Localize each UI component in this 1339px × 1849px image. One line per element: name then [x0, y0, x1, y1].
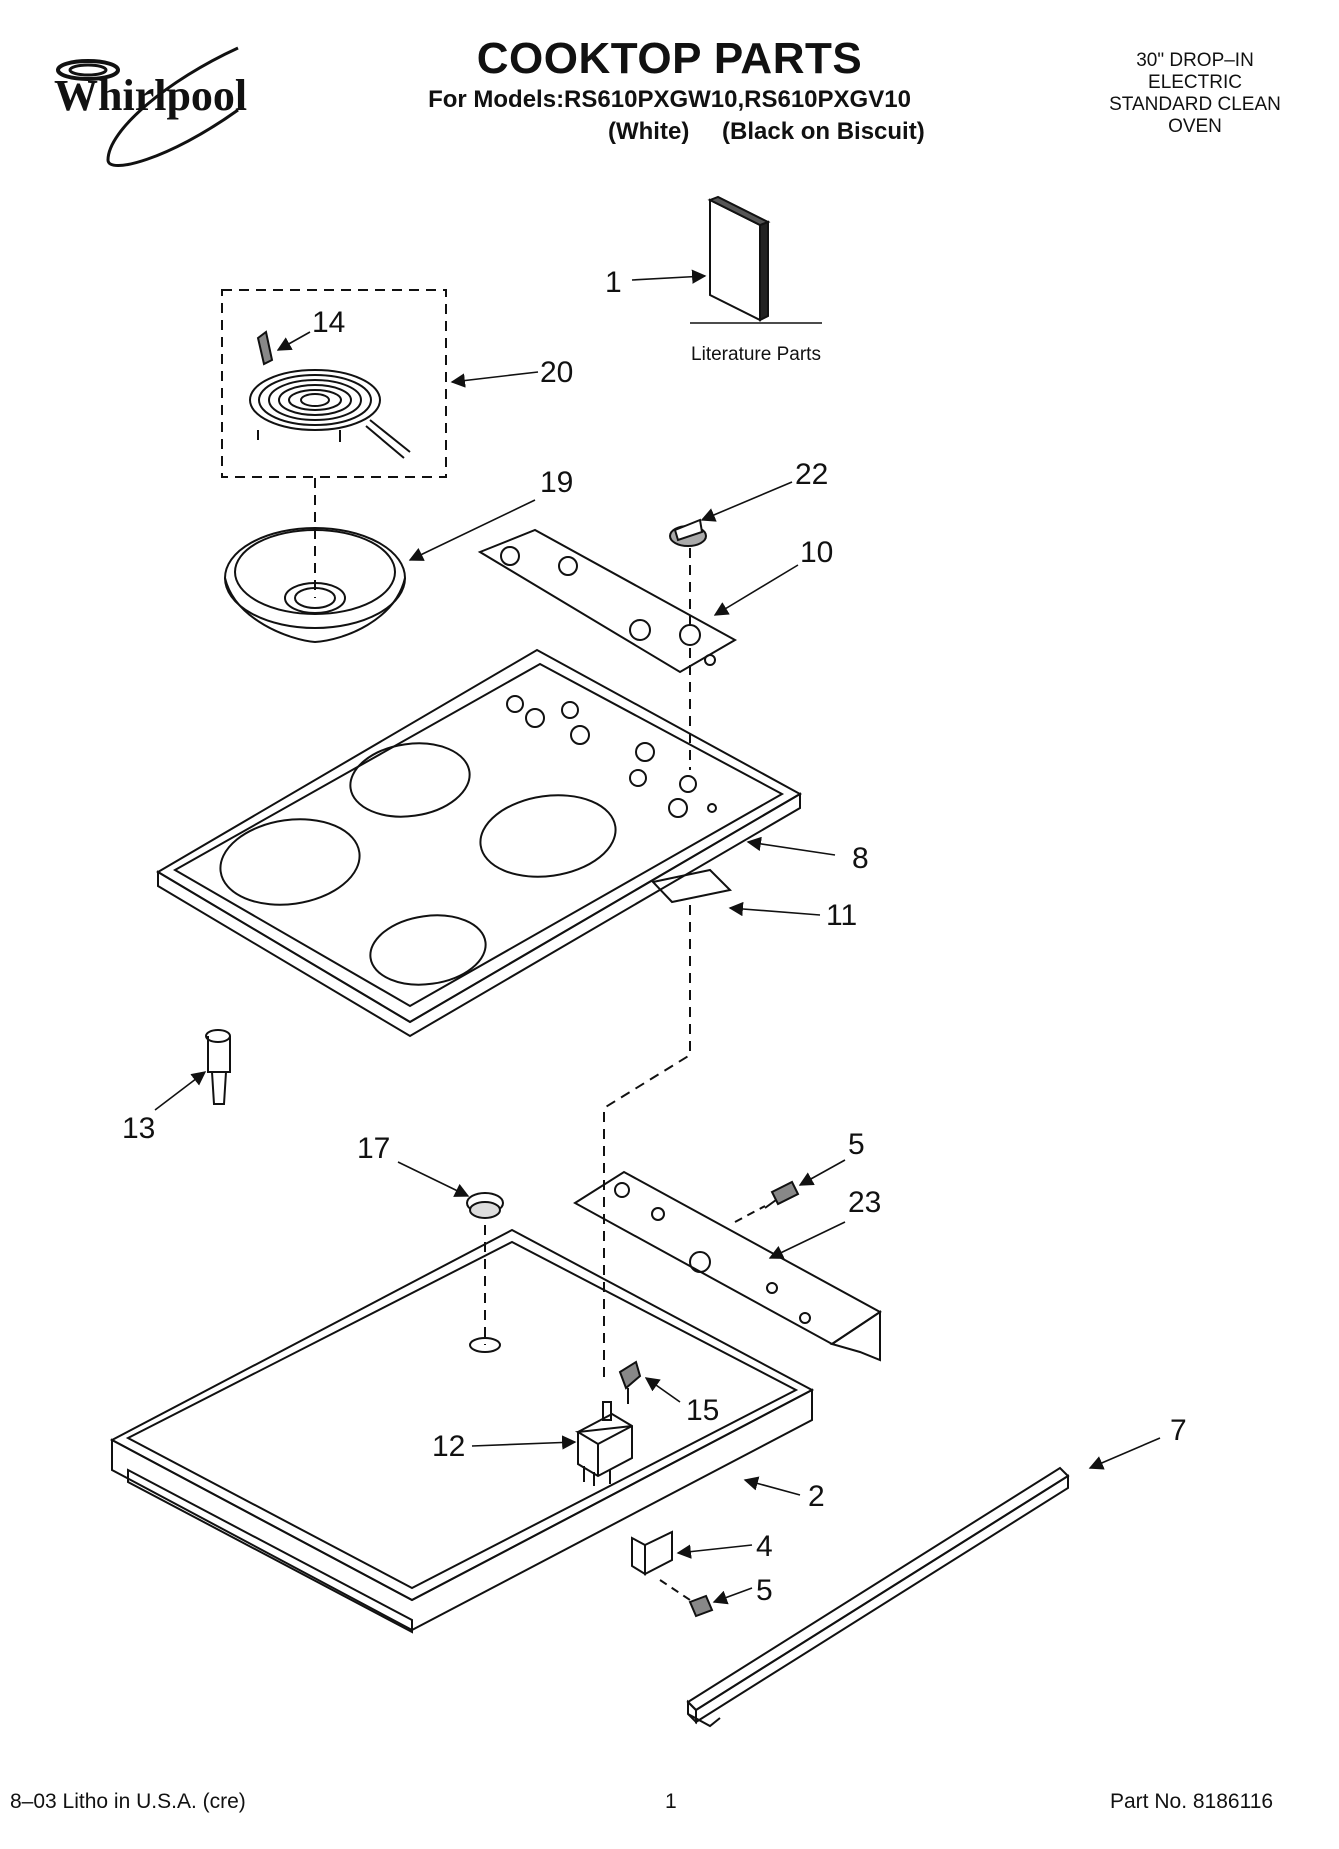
cooktop-panel: [156, 648, 803, 1038]
callout-1: 1: [605, 266, 622, 299]
literature-booklet: [707, 195, 771, 322]
callout-17: 17: [357, 1132, 390, 1165]
oven-line: STANDARD CLEAN: [1109, 94, 1281, 115]
cooktop-base-pan: [109, 1228, 815, 1634]
callout-5-lower: 5: [756, 1574, 773, 1607]
callout-5-upper: 5: [848, 1128, 865, 1161]
indicator-light: [205, 1029, 231, 1105]
oven-line: ELECTRIC: [1148, 72, 1242, 93]
callout-20: 20: [540, 356, 573, 389]
oven-line: OVEN: [1168, 116, 1222, 137]
mounting-bracket: [631, 1530, 673, 1576]
variant-white: (White): [608, 118, 690, 145]
callout-11: 11: [826, 899, 857, 932]
screw-switch: [618, 1360, 642, 1404]
callout-22: 22: [795, 458, 828, 491]
oven-description: 30" DROP–IN ELECTRIC STANDARD CLEAN OVEN: [1085, 50, 1305, 138]
control-knob: [669, 518, 707, 547]
screw-upper: [764, 1180, 800, 1209]
whirlpool-logo-graphic: Whirlpool: [54, 46, 247, 168]
variant-biscuit: (Black on Biscuit): [722, 118, 925, 145]
callout-8: 8: [852, 842, 869, 875]
whirlpool-wordmark: Whirlpool: [54, 71, 247, 120]
literature-parts-label: Literature Parts: [691, 344, 821, 365]
callout-12: 12: [432, 1430, 465, 1463]
callout-2: 2: [808, 1480, 825, 1513]
callout-14: 14: [312, 306, 345, 339]
surface-element: [249, 369, 411, 459]
part-number: Part No. 8186116: [1110, 1790, 1274, 1813]
infinite-switch: [574, 1401, 633, 1486]
callout-15: 15: [686, 1394, 719, 1427]
control-panel-overlay: [477, 528, 738, 674]
control-bracket: [573, 1170, 882, 1362]
litho-note: 8–03 Litho in U.S.A. (cre): [10, 1790, 246, 1813]
front-trim-strip: [686, 1466, 1070, 1728]
callout-4: 4: [756, 1530, 773, 1563]
callout-7: 7: [1170, 1414, 1187, 1447]
callout-19: 19: [540, 466, 573, 499]
oven-line: 30" DROP–IN: [1136, 50, 1254, 71]
callout-13: 13: [122, 1112, 155, 1145]
element-kit-box: [221, 289, 447, 478]
insulation-pad: [651, 868, 733, 904]
grommet: [466, 1192, 504, 1219]
whirlpool-logo: Whirlpool: [48, 40, 288, 180]
element-clip: [256, 330, 274, 366]
callout-23: 23: [848, 1186, 881, 1219]
callout-10: 10: [800, 536, 833, 569]
page-number: 1: [665, 1790, 677, 1813]
models-line: For Models:RS610PXGW10,RS610PXGV10: [428, 86, 911, 113]
screw-lower: [688, 1594, 714, 1618]
page-title: COOKTOP PARTS: [476, 34, 863, 83]
